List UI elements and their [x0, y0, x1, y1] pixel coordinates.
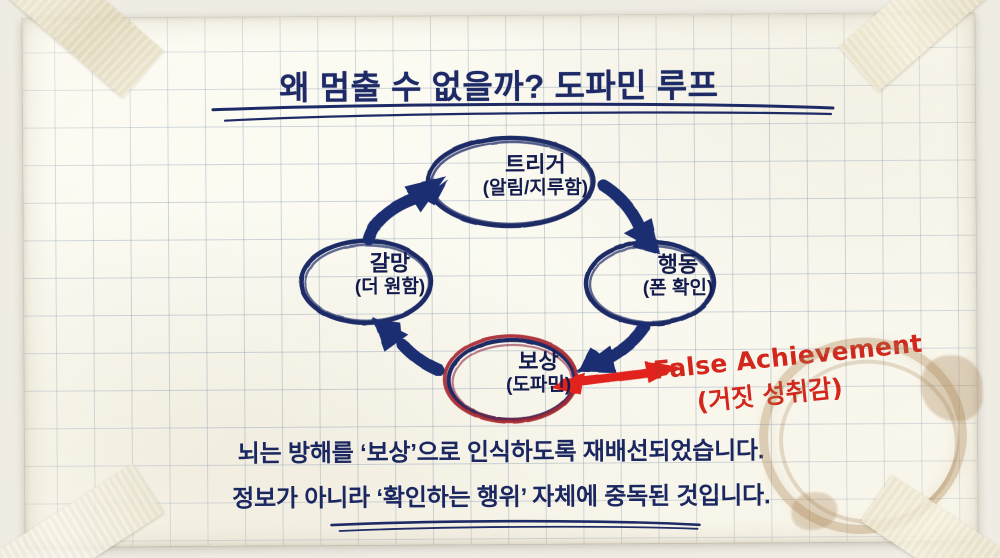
conclusion-underline	[330, 519, 701, 532]
node-reward-line2: (도파민)	[506, 374, 572, 396]
node-craving-line2: (더 원함)	[354, 276, 426, 298]
node-label-craving: 갈망 (더 원함)	[318, 250, 462, 299]
dopamine-loop-diagram	[298, 135, 717, 424]
title-underline	[211, 102, 835, 122]
arrow-craving-to-trigger	[362, 176, 449, 245]
node-label-reward: 보상 (도파민)	[468, 348, 608, 397]
node-reward-line1: 보상	[518, 348, 559, 374]
node-action-line1: 행동	[657, 251, 699, 278]
grid-paper-sheet: 왜 멈출 수 없을까? 도파민 루프	[22, 13, 983, 547]
annotation-double-arrow	[549, 361, 680, 395]
arrow-action-to-reward	[575, 321, 651, 374]
node-trigger-line2: (알림/지루함)	[482, 177, 589, 200]
node-label-trigger: 트리거 (알림/지루함)	[447, 151, 623, 200]
node-trigger-line1: 트리거	[504, 151, 566, 177]
arrow-reward-to-craving	[371, 316, 445, 377]
node-craving-line1: 갈망	[369, 250, 411, 276]
arrow-trigger-to-action	[597, 179, 661, 256]
node-label-action: 행동 (폰 확인)	[608, 251, 748, 300]
node-action-line2: (폰 확인)	[642, 277, 714, 300]
